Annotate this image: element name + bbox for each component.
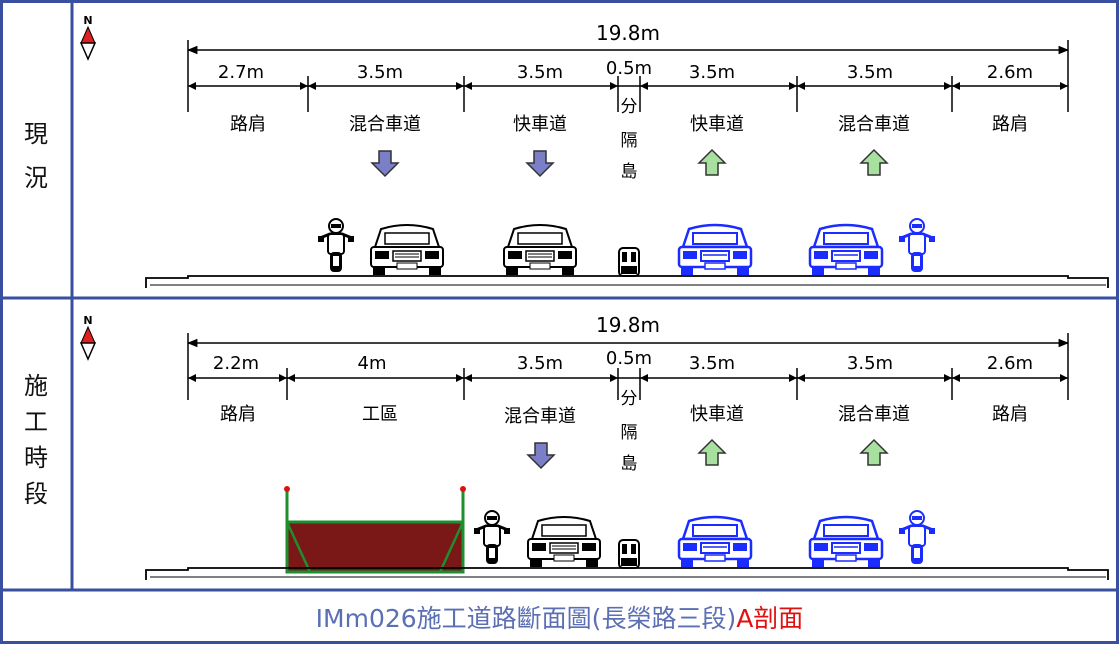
- compass-icon: [80, 26, 96, 60]
- median-char-2: 隔: [621, 131, 638, 151]
- lane-label-fast-right: 快車道: [690, 114, 744, 135]
- lane-label-shoulder-right: 路肩: [992, 404, 1028, 425]
- section-label-char: 況: [24, 164, 48, 192]
- section-label-construction: 施 工 時 段: [1, 370, 71, 510]
- southbound-arrow-icon: [527, 442, 555, 469]
- northbound-arrow-icon: [698, 149, 726, 176]
- section-label-char: 工: [24, 408, 48, 436]
- width-label-1: 2.7m: [218, 62, 264, 83]
- southbound-arrow-icon: [526, 150, 554, 177]
- north-label: N: [83, 314, 92, 327]
- lane-label-mixed-left: 混合車道: [349, 114, 421, 135]
- median-barrier-icon: [618, 247, 640, 277]
- motorcycle-blue-icon: [897, 509, 937, 566]
- median-char-3: 島: [621, 454, 638, 474]
- width-label-1: 2.2m: [213, 353, 259, 374]
- section-construction: N 19.8m 2.2m 4m 3.5m 0.5m 3.5m 3.5m 2.6m…: [80, 313, 1109, 580]
- total-width-label: 19.8m: [596, 313, 660, 337]
- motorcycle-icon: [472, 509, 512, 566]
- width-label-2: 4m: [358, 353, 387, 374]
- car-blue-icon: [677, 515, 753, 569]
- caption-text: IMm026施工道路斷面圖(長榮路三段): [315, 604, 737, 633]
- width-label-4: 3.5m: [689, 62, 735, 83]
- median-char-3: 島: [621, 162, 638, 182]
- lane-label-work-zone: 工區: [362, 404, 398, 425]
- southbound-arrow-icon: [371, 150, 399, 177]
- section-label-char: 現: [24, 120, 48, 148]
- lane-label-shoulder-left: 路肩: [230, 114, 266, 135]
- width-label-6: 2.6m: [987, 353, 1033, 374]
- lane-label-shoulder-left: 路肩: [220, 404, 256, 425]
- car-icon: [527, 516, 601, 568]
- motorcycle-blue-icon: [897, 217, 937, 274]
- car-blue-icon: [808, 223, 884, 277]
- width-label-4: 3.5m: [689, 353, 735, 374]
- width-label-median: 0.5m: [606, 58, 652, 79]
- median-char-1: 分: [621, 97, 638, 117]
- northbound-arrow-icon: [698, 439, 726, 466]
- section-label-char: 時: [24, 444, 48, 472]
- total-width-label: 19.8m: [596, 21, 660, 45]
- northbound-arrow-icon: [860, 439, 888, 466]
- width-label-3: 3.5m: [517, 353, 563, 374]
- compass-icon: [80, 326, 96, 360]
- lane-label-mixed-left: 混合車道: [504, 406, 576, 427]
- median-char-1: 分: [621, 389, 638, 409]
- car-blue-icon: [808, 515, 884, 569]
- lane-label-fast-left: 快車道: [513, 114, 567, 135]
- road-surface: [145, 275, 1109, 288]
- car-icon: [503, 224, 577, 276]
- lane-label-mixed-right: 混合車道: [838, 404, 910, 425]
- width-label-median: 0.5m: [606, 348, 652, 369]
- north-label: N: [83, 14, 92, 27]
- section-label-char: 施: [24, 372, 48, 400]
- width-label-5: 3.5m: [847, 62, 893, 83]
- width-label-3: 3.5m: [517, 62, 563, 83]
- work-zone-enclosure: [284, 486, 466, 574]
- lane-label-fast-right: 快車道: [690, 404, 744, 425]
- northbound-arrow-icon: [860, 149, 888, 176]
- width-label-2: 3.5m: [357, 62, 403, 83]
- caption-section-id: A剖面: [736, 604, 804, 633]
- car-icon: [370, 224, 444, 276]
- diagram-caption: IMm026施工道路斷面圖(長榮路三段)A剖面: [0, 590, 1119, 644]
- width-label-6: 2.6m: [987, 62, 1033, 83]
- width-label-5: 3.5m: [847, 353, 893, 374]
- lane-label-shoulder-right: 路肩: [992, 114, 1028, 135]
- median-char-2: 隔: [621, 423, 638, 443]
- car-blue-icon: [677, 223, 753, 277]
- motorcycle-icon: [316, 217, 356, 274]
- road-surface: [145, 567, 1109, 580]
- section-current: N 19.8m 2.7m 3.5m 3.5m 0.5m 3.5m 3.5m 2.…: [80, 14, 1109, 288]
- section-label-current: 現 況: [1, 118, 71, 194]
- median-barrier-icon: [618, 539, 640, 569]
- lane-label-mixed-right: 混合車道: [838, 114, 910, 135]
- section-label-char: 段: [24, 480, 48, 508]
